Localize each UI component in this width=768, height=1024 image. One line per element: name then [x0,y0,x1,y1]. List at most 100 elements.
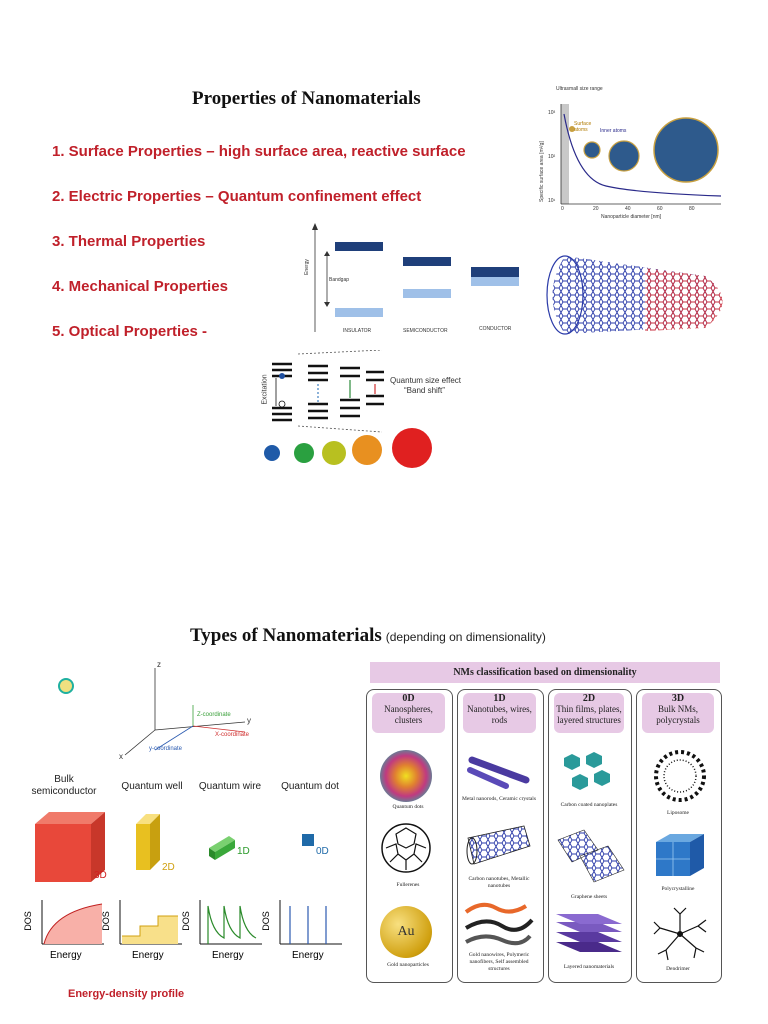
slide2-title-main: Types of Nanomaterials [190,625,382,646]
column-desc: Bulk NMs, polycrystals [656,704,700,725]
graphene-sheet-icon [554,826,626,884]
quantum-well-svg [136,814,160,870]
dos-bulk-svg [41,900,104,945]
dim-label-3d: 3D [94,870,107,881]
bulk-cube-svg [35,812,105,882]
column-desc: Nanotubes, wires, rods [467,704,532,725]
band-conductor-label: CONDUCTOR [479,326,512,332]
quantum-dot-cube [302,834,314,846]
item-caption: Polycrystalline [661,886,695,892]
surface-area-graph: Ultrasmall size range Surface atoms Inne… [536,84,726,224]
carbon-nanotube-icon [464,822,534,870]
slide1-title: Properties of Nanomaterials [192,88,421,109]
dos-wire-svg [199,900,262,945]
energy-label: Energy [292,950,324,961]
band-gap-label: Bandgap [329,277,350,283]
surface-area-graph-svg [560,104,722,205]
quantum-effect-label: Quantum size effect [390,376,461,385]
coordinate-axes-svg [124,668,246,756]
slide2-title: Types of Nanomaterials (depending on dim… [190,625,546,647]
dos-plot-bulk: DOS Energy [22,898,107,968]
column-1d-header: 1D Nanotubes, wires, rods [463,693,536,733]
property-list: 1. Surface Properties – high surface are… [52,143,466,368]
classification-header: NMs classification based on dimensionali… [370,662,720,683]
property-item: 1. Surface Properties – high surface are… [52,143,466,160]
property-item: 3. Thermal Properties [52,233,206,250]
surface-graph-ylabel: Specific surface area [m²/g] [539,141,545,202]
type-label: Quantum well [121,781,183,792]
type-label: Quantum wire [198,781,262,792]
dos-label: DOS [180,911,191,931]
label-size-range: Ultrasmall size range [556,86,603,92]
band-energy-label: Energy [303,259,310,275]
item-caption: Gold nanowires, Polymeric nanofibers, Se… [468,952,530,972]
gold-nanoparticle-icon: Au [380,906,432,958]
energy-label: Energy [50,950,82,961]
column-0d-header: 0D Nanospheres, clusters [372,693,445,733]
label-inner-atoms: Inner atoms [600,128,627,134]
energy-label: Energy [212,950,244,961]
item-caption: Graphene sheets [570,894,608,900]
carbon-nanotube-image [545,246,740,341]
axis-x: x [119,752,123,761]
dos-well-svg [119,900,182,945]
band-diagram: Energy Bandgap INSULATOR SEMICONDUCTOR C… [303,222,530,342]
xtick: 80 [689,206,695,212]
dos-plot-well: DOS Energy [100,898,185,968]
band-diagram-svg [312,223,519,332]
liposome-svg [654,750,706,802]
nanowire-svg [464,902,534,946]
layered-nanomaterial-svg [556,914,622,952]
column-dim: 2D [582,693,596,704]
axis-y: y [247,716,251,725]
dendrimer-icon [652,906,708,962]
dendrimer-svg [653,907,707,961]
axis-y-coordinate: y-coordinate [149,746,183,752]
item-caption: Layered nanomaterials [563,964,615,970]
xtick: 40 [625,206,631,212]
fullerene-svg [381,823,431,873]
column-dim: 0D [402,693,415,704]
item-caption: Dendrimer [666,966,690,972]
quantum-size-effect-diagram: Excitation Quantum size effect “Band shi… [261,349,492,475]
xtick: 20 [593,206,599,212]
type-label: Bulk semiconductor [31,774,97,797]
dos-label: DOS [22,911,33,931]
quantum-wire-svg [209,836,235,860]
quantum-dot-icon [380,750,432,802]
carbon-nanotube-svg [546,255,723,335]
item-caption: Gold nanoparticles [387,962,429,968]
energy-density-profile-label: Energy-density profile [68,988,185,1000]
graphene-sheet-svg [557,829,625,883]
fullerene-icon [380,822,432,874]
ytick: 10³ [548,110,556,116]
energy-label: Energy [132,950,164,961]
dos-label: DOS [100,911,111,931]
label-surface-atoms: Surface atoms [574,121,592,133]
liposome-icon [652,748,708,804]
axis-z: z [157,660,161,669]
excitation-label: Excitation [261,374,269,405]
slide2-subtitle: (depending on dimensionality) [385,630,546,644]
dos-plot-wire: DOS Energy [180,898,265,968]
ytick: 10² [548,154,556,160]
dim-label-2d: 2D [162,862,175,873]
dim-label-0d: 0D [316,846,329,857]
property-item: 4. Mechanical Properties [52,278,228,295]
bulk-cube: 3D [30,808,120,888]
axis-z-coordinate: Z-coordinate [197,712,231,718]
property-item: 5. Optical Properties - [52,323,208,340]
layered-nanomaterial-icon [552,912,626,960]
au-label: Au [397,924,415,939]
quantum-well-shape: 2D [130,810,190,880]
item-caption: Fullerenes [396,882,420,888]
bullet-marker-icon [58,678,74,694]
dos-label: DOS [260,911,271,931]
item-caption: Metal nanorods, Ceramic crystals [462,796,536,802]
dos-plot-dot: DOS Energy [260,898,345,968]
nanowire-icon [462,898,536,950]
nanorod-svg [467,756,530,789]
surface-graph-xlabel: Nanoparticle diameter [nm] [601,214,662,220]
quantum-dot-shape: 0D [298,832,338,862]
polycrystalline-svg [656,834,704,876]
